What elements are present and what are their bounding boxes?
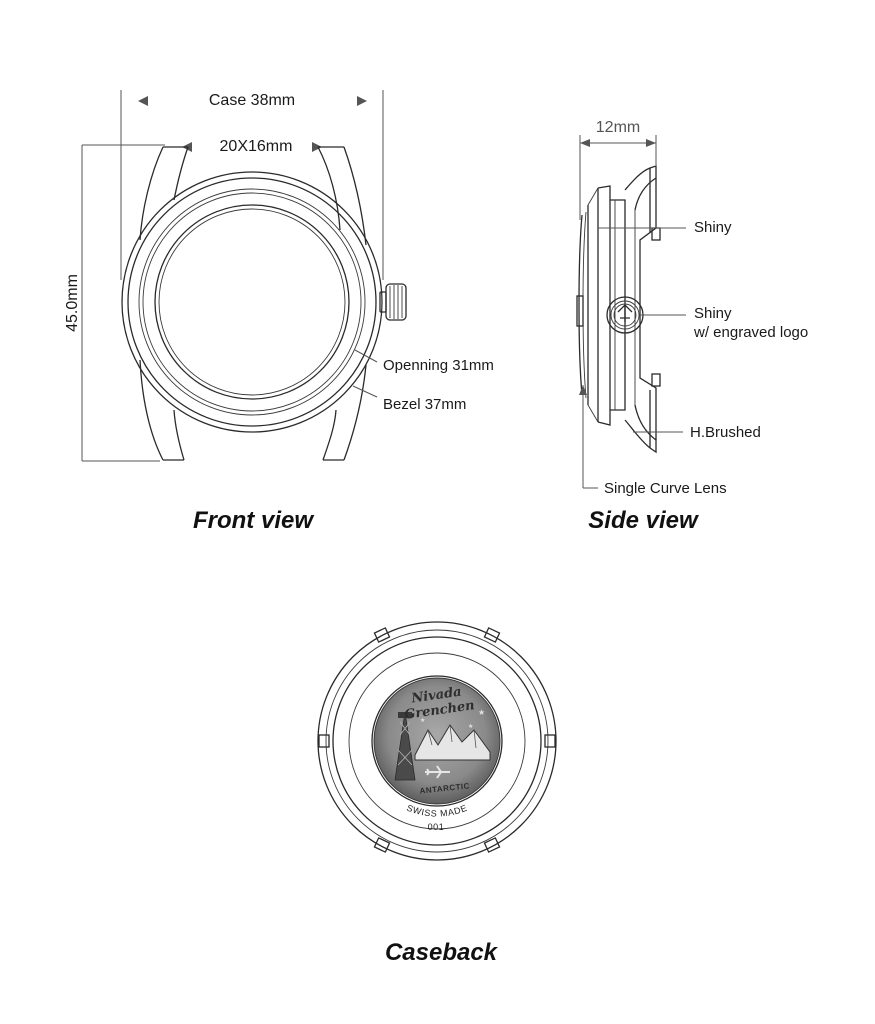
thickness-dimension: 12mm [579,119,657,220]
opening-label: Openning 31mm [383,357,494,374]
arrow-up-icon [579,385,587,395]
bezel-label: Bezel 37mm [383,396,466,413]
front-view: Case 38mm 20X16mm 45.0mm [64,90,494,534]
serial-number: 001 [428,822,445,832]
arrow-right-icon [357,96,367,106]
callout-brushed: H.Brushed [690,424,761,441]
side-profile [576,165,661,454]
star-icon: ★ [420,717,425,724]
front-view-caption: Front view [193,507,314,534]
thickness-label: 12mm [596,119,640,136]
engraving-brand-line1: Nivada [410,685,463,707]
bezel-callout: Bezel 37mm [352,385,466,413]
case-body [121,171,383,433]
lug-width-label: 20X16mm [220,138,293,155]
arrow-left-icon [138,96,148,106]
arrow-left-icon [580,139,590,147]
star-icon: ★ [478,708,485,717]
side-callouts: Shiny Shiny w/ engraved logo H.Brushed S… [579,219,808,497]
lugs [139,146,367,461]
side-view-caption: Side view [588,507,699,534]
case-width-dimension: Case 38mm [120,90,384,280]
side-view: 12mm [576,119,808,534]
lug-width-dimension: 20X16mm [182,138,322,155]
height-label: 45.0mm [64,274,81,332]
star-icon: ★ [468,723,473,730]
plane-icon [425,765,450,779]
caseback-view: ★ ★ ★ Nivada Grenchen ANTARCTIC SWISS MA… [317,621,557,966]
caseback-notches [318,627,556,853]
arrow-right-icon [646,139,656,147]
callout-shiny: Shiny [694,219,732,236]
callout-engraved-logo: w/ engraved logo [693,324,808,341]
mountains-icon [414,724,491,761]
crown-logo-icon [617,304,633,322]
crown [379,283,407,321]
caseback-caption: Caseback [385,939,499,966]
caseback-medallion: ★ ★ ★ Nivada Grenchen ANTARCTIC [373,677,501,805]
callout-lens: Single Curve Lens [604,480,727,497]
callout-shiny-crown: Shiny [694,305,732,322]
case-width-label: Case 38mm [209,92,295,109]
height-dimension: 45.0mm [64,144,165,462]
opening-callout: Openning 31mm [354,349,494,374]
arrow-right-icon [312,142,322,152]
ring-text: SWISS MADE [405,803,468,819]
tower-icon [394,711,416,781]
